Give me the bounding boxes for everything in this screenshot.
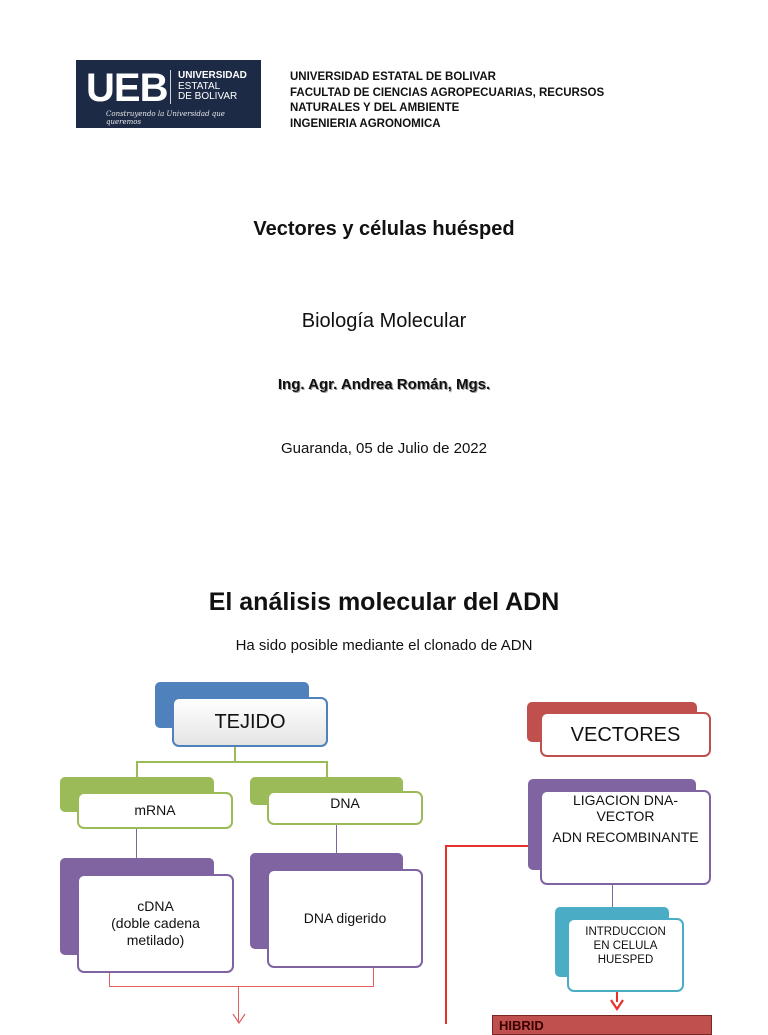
cdna-label: cDNA (doble cadena metilado)	[111, 898, 200, 948]
vectores-box: VECTORES	[540, 712, 711, 757]
adn-recombinante-label: ADN RECOMBINANTE	[552, 829, 699, 845]
connector-line	[612, 884, 613, 908]
connector-line	[136, 761, 138, 778]
arrow-head	[232, 1012, 246, 1025]
hibridacion-box: HIBRID	[492, 1015, 712, 1035]
institution-block: UNIVERSIDAD ESTATAL DE BOLIVAR FACULTAD …	[290, 70, 604, 132]
dna-digerido-box: DNA digerido	[267, 869, 423, 968]
connector-line	[136, 829, 137, 859]
vectores-label: VECTORES	[570, 723, 681, 746]
arrow-down-icon	[610, 999, 624, 1011]
mrna-label: mRNA	[134, 802, 176, 819]
connector-line	[326, 761, 328, 778]
connector-line	[373, 968, 374, 986]
institution-line: INGENIERIA AGRONOMICA	[290, 117, 441, 130]
dna-label: DNA	[330, 795, 360, 811]
logo-line-1: UNIVERSIDAD	[178, 70, 247, 81]
university-logo: UEB UNIVERSIDAD ESTATAL DE BOLIVAR Const…	[76, 60, 261, 128]
institution-line: NATURALES Y DEL AMBIENTE	[290, 102, 460, 114]
section-subtitle: Ha sido posible mediante el clonado de A…	[235, 637, 533, 654]
connector-line	[238, 986, 239, 1022]
arrow-head	[609, 998, 625, 1012]
section-title: El análisis molecular del ADN	[208, 588, 560, 616]
arrow-down-icon	[232, 1013, 246, 1025]
introduccion-label: INTRDUCCION EN CELULA HUESPED	[585, 926, 666, 966]
institution-line: FACULTAD DE CIENCIAS AGROPECUARIAS, RECU…	[290, 86, 605, 99]
dna-digerido-label: DNA digerido	[303, 910, 387, 927]
logo-motto: Construyendo la Universidad que queremos	[106, 110, 225, 126]
document-title: Vectores y células huésped	[253, 218, 515, 240]
subject-name: Biología Molecular	[301, 310, 467, 332]
connector-line	[445, 845, 447, 1024]
connector-line	[616, 988, 618, 1002]
author-name: Ing. Agr. Andrea Román, Mgs.	[277, 376, 491, 393]
cdna-box: cDNA (doble cadena metilado)	[77, 874, 234, 973]
dna-box: DNA	[267, 791, 423, 825]
connector-line	[336, 824, 337, 854]
hibridacion-label: HIBRID	[499, 1018, 544, 1033]
mrna-box: mRNA	[77, 792, 233, 829]
connector-line	[136, 761, 328, 763]
ligacion-box: LIGACION DNA- VECTOR ADN RECOMBINANTE	[540, 790, 711, 885]
logo-line-2: ESTATAL	[178, 81, 221, 92]
connector-line	[109, 986, 374, 987]
tejido-label: TEJIDO	[214, 711, 286, 733]
institution-line: UNIVERSIDAD ESTATAL DE BOLIVAR	[290, 71, 496, 83]
introduccion-box: INTRDUCCION EN CELULA HUESPED	[567, 918, 684, 992]
ligacion-label: LIGACION DNA- VECTOR	[572, 792, 678, 824]
connector-line	[234, 747, 236, 761]
logo-line-3: DE BOLIVAR	[178, 91, 238, 102]
logo-mark: UEB	[86, 66, 168, 110]
connector-line	[109, 972, 110, 986]
date-line: Guaranda, 05 de Julio de 2022	[281, 440, 487, 457]
logo-separator	[170, 70, 171, 104]
tejido-box: TEJIDO	[172, 697, 328, 747]
connector-line	[445, 845, 528, 847]
